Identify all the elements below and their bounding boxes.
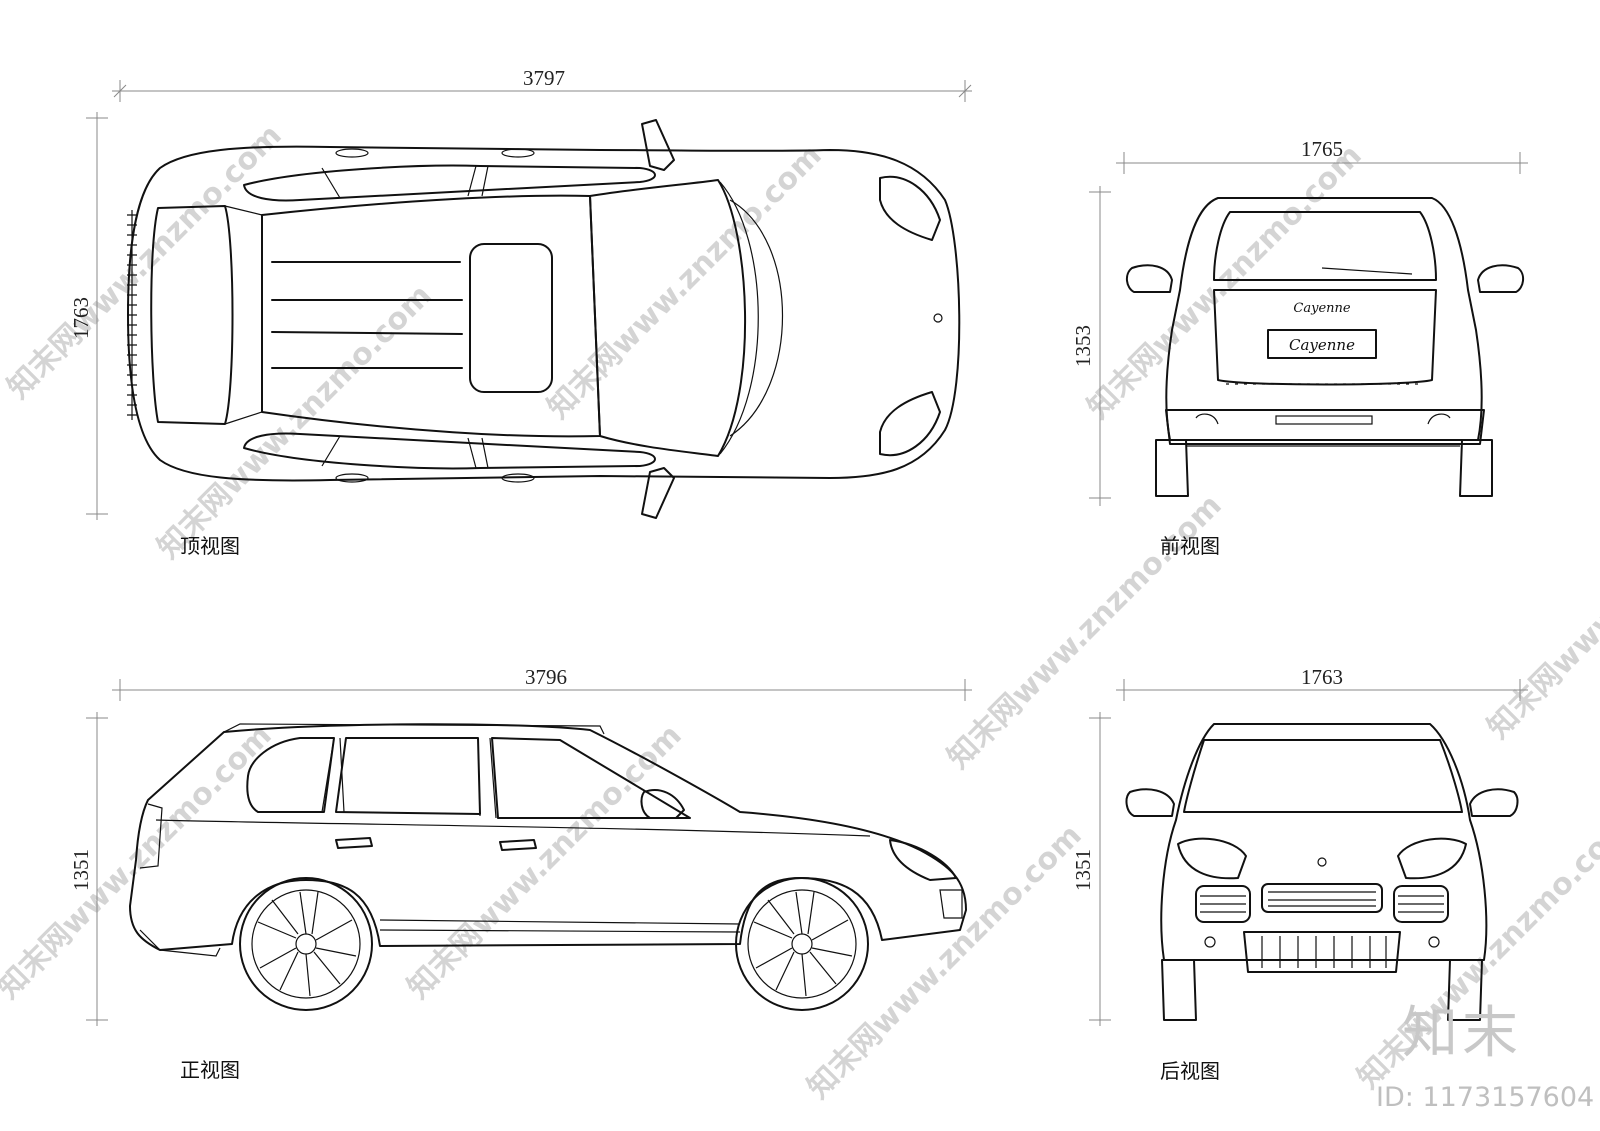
brand-watermark: 知末	[1402, 1001, 1522, 1066]
wheel	[1155, 439, 1189, 497]
watermark-text: 知末网www.znzmo.com	[151, 278, 439, 566]
wheel	[1447, 959, 1483, 1021]
dimension-line-length	[112, 80, 972, 102]
wheel	[1459, 439, 1493, 497]
side-mirror	[1477, 264, 1524, 293]
top-view: 3797 1763	[69, 66, 972, 558]
side-mirror	[1126, 264, 1173, 293]
rear-door-window	[335, 737, 481, 815]
center-grille	[1261, 883, 1383, 913]
watermark-text: 知末网www.znzmo.com	[1081, 138, 1369, 426]
rear-wheel	[239, 877, 373, 1011]
side-view: 3796 1351	[69, 665, 972, 1082]
car-body-outline	[127, 145, 961, 482]
side-mirror	[641, 467, 675, 519]
top-width-dimension: 1763	[69, 297, 93, 339]
top-view-label: 顶视图	[180, 534, 240, 558]
side-mirror	[640, 789, 685, 819]
rear-bumper-ribs	[127, 210, 137, 420]
rear-view-label: 后视图	[1160, 1059, 1220, 1083]
front-door-window	[491, 737, 691, 819]
top-length-dimension: 3797	[523, 66, 565, 90]
right-intake	[1393, 885, 1449, 923]
car-body-outline	[1160, 723, 1488, 961]
watermark-layer: 知末网www.znzmo.com 知末网www.znzmo.com 知末网www…	[0, 118, 1600, 1106]
sunroof	[469, 243, 553, 393]
watermark-text: 知末网www.znzmo.com	[1, 118, 289, 406]
side-window-lower	[243, 432, 656, 470]
front-view-label: 前视图	[1160, 534, 1220, 558]
headlight	[1397, 837, 1467, 880]
side-mirror	[1469, 788, 1519, 817]
front-wheel	[735, 877, 869, 1011]
watermark-text: 知末网www.znzmo.com	[941, 488, 1229, 776]
watermark-text: 知末网www.znzmo.com	[1481, 458, 1600, 746]
watermark-text: 知末网www.znzmo.com	[0, 718, 279, 1006]
roof-rail	[271, 331, 463, 335]
headlight	[879, 391, 941, 457]
rear-window	[1213, 211, 1437, 281]
side-mirror	[641, 119, 675, 171]
windshield	[1183, 739, 1463, 813]
dimension-line-width	[86, 112, 108, 520]
door-handle	[499, 839, 537, 851]
side-mirror	[1125, 788, 1175, 817]
dimension-line-length	[112, 679, 972, 701]
side-length-dimension: 3796	[525, 665, 567, 689]
document-id: ID: 1173157604	[1376, 1082, 1595, 1113]
dimension-line-height	[1089, 186, 1111, 506]
rear-height-dimension: 1351	[1071, 849, 1095, 891]
left-intake	[1195, 885, 1251, 923]
headlight	[879, 175, 941, 241]
headlight	[1177, 837, 1247, 880]
headlight	[889, 839, 957, 881]
license-plate	[1267, 329, 1377, 359]
dimension-line-width	[1116, 679, 1528, 701]
emblem-icon	[1317, 857, 1327, 867]
windshield	[589, 179, 746, 457]
model-badge: Cayenne	[1293, 301, 1350, 316]
hood-line	[719, 181, 759, 455]
front-width-dimension: 1765	[1301, 137, 1343, 161]
watermark-text: 知末网www.znzmo.com	[801, 818, 1089, 1106]
watermark-text: 知末网www.znzmo.com	[541, 138, 829, 426]
dimension-line-height	[1089, 712, 1111, 1026]
watermark-text: 知末网www.znzmo.com	[401, 718, 689, 1006]
dimension-line-height	[86, 712, 108, 1026]
emblem-icon	[933, 313, 943, 323]
rear-view: 1763 1351 后视图	[1071, 665, 1528, 1083]
dimension-line-width	[1116, 152, 1528, 174]
front-view: 1765 1353 Cayenne Cayenne 前视图	[1071, 137, 1528, 558]
wheel	[1161, 959, 1197, 1021]
lower-intake	[1243, 931, 1401, 973]
side-view-label: 正视图	[180, 1058, 240, 1082]
car-body-outline	[129, 723, 967, 951]
rear-width-dimension: 1763	[1301, 665, 1343, 689]
rear-bumper	[1165, 409, 1485, 445]
side-height-dimension: 1351	[69, 849, 93, 891]
front-height-dimension: 1353	[1071, 325, 1095, 367]
plate-badge: Cayenne	[1289, 336, 1355, 354]
door-handle	[335, 837, 373, 849]
